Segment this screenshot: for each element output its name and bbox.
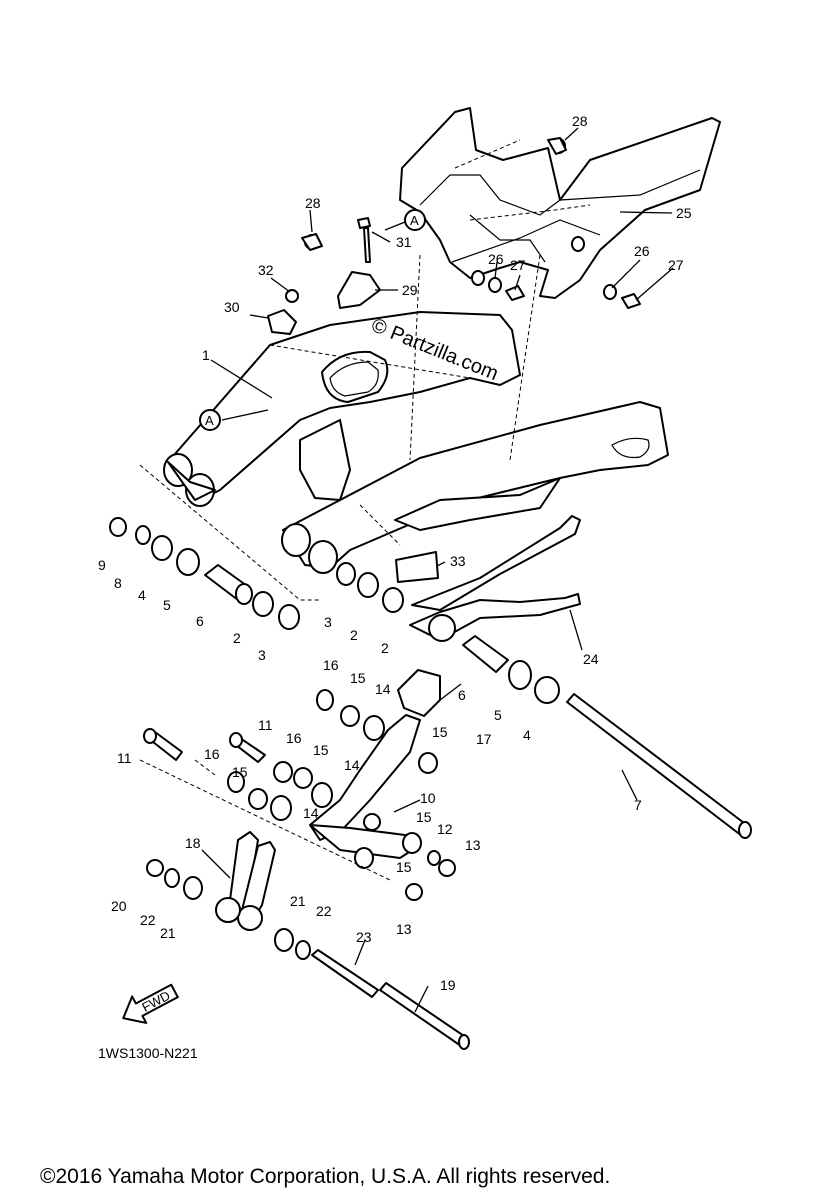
callout-2-left: 2 (233, 630, 241, 646)
callout-16-left: 16 (204, 746, 220, 762)
fasteners-and-clips (267, 137, 641, 717)
callout-28-left: 28 (305, 195, 321, 211)
copyright-notice: ©2016 Yamaha Motor Corporation, U.S.A. A… (40, 1165, 610, 1188)
bolt-11 (143, 728, 266, 763)
callout-24: 24 (583, 651, 599, 667)
callout-19: 19 (440, 977, 456, 993)
fwd-arrow: FWD (122, 983, 179, 1024)
callout-29: 29 (402, 282, 418, 298)
callout-16-top: 16 (323, 657, 339, 673)
callout-4-left: 4 (138, 587, 146, 603)
ref-marker-a-top: A (410, 213, 419, 228)
callout-27-right: 27 (668, 257, 684, 273)
callout-8: 8 (114, 575, 122, 591)
callout-14-mid: 14 (344, 757, 360, 773)
chain-guide (409, 515, 581, 642)
callout-15-relay-low: 15 (396, 859, 412, 875)
reference-markers: A A (199, 209, 426, 431)
callout-15-relay-top: 15 (432, 724, 448, 740)
leader-lines (139, 127, 674, 1013)
callout-10: 10 (420, 790, 436, 806)
bolt-shaft-19 (379, 982, 470, 1050)
callout-17: 17 (476, 731, 492, 747)
callout-31: 31 (396, 234, 412, 250)
callout-21-left: 21 (160, 925, 176, 941)
callout-1: 1 (202, 347, 210, 363)
callout-2-right: 2 (381, 640, 389, 656)
fwd-label: FWD (139, 988, 172, 1015)
callout-15-relay-right: 15 (416, 809, 432, 825)
callout-30: 30 (224, 299, 240, 315)
callout-20: 20 (111, 898, 127, 914)
callout-5-left: 5 (163, 597, 171, 613)
callout-2-mid: 2 (350, 627, 358, 643)
callout-13-right: 13 (465, 837, 481, 853)
callout-9: 9 (98, 557, 106, 573)
callout-18: 18 (185, 835, 201, 851)
relay-arm (309, 714, 421, 859)
callout-23: 23 (356, 929, 372, 945)
callout-15-mid: 15 (313, 742, 329, 758)
connecting-rod (215, 831, 276, 931)
callout-33: 33 (450, 553, 466, 569)
callout-25: 25 (676, 205, 692, 221)
rear-fender (399, 107, 721, 299)
bearings-collars-seals (109, 517, 560, 960)
callout-15-top: 15 (350, 670, 366, 686)
callout-26-right: 26 (634, 243, 650, 259)
callout-5-right: 5 (494, 707, 502, 723)
callout-26-left: 26 (488, 251, 504, 267)
callout-28-top: 28 (572, 113, 588, 129)
callout-12: 12 (437, 821, 453, 837)
diagram-code: 1WS1300-N221 (98, 1045, 198, 1061)
callout-14-lower: 14 (303, 805, 319, 821)
callout-13-low: 13 (396, 921, 412, 937)
ref-marker-a-bottom: A (205, 413, 214, 428)
callout-11-left: 11 (117, 750, 132, 766)
callout-22-right: 22 (316, 903, 332, 919)
swingarm (163, 311, 669, 574)
callout-7: 7 (634, 797, 642, 813)
callout-21-right: 21 (290, 893, 306, 909)
callout-22-left: 22 (140, 912, 156, 928)
callout-3-left: 3 (258, 647, 266, 663)
callout-11-right: 11 (258, 717, 273, 733)
callout-27-left: 27 (510, 257, 526, 273)
callout-6-right: 6 (458, 687, 466, 703)
collar-shaft-23 (311, 949, 379, 998)
callout-16-mid: 16 (286, 730, 302, 746)
callout-15-left: 15 (232, 764, 248, 780)
callout-4-right: 4 (523, 727, 531, 743)
callout-32: 32 (258, 262, 274, 278)
callout-14-top: 14 (375, 681, 391, 697)
pivot-shaft (566, 693, 752, 839)
callout-3-right: 3 (324, 614, 332, 630)
callout-labels: 28 28 25 31 26 27 26 27 32 29 30 1 9 8 4… (98, 113, 692, 993)
callout-6-left: 6 (196, 613, 204, 629)
